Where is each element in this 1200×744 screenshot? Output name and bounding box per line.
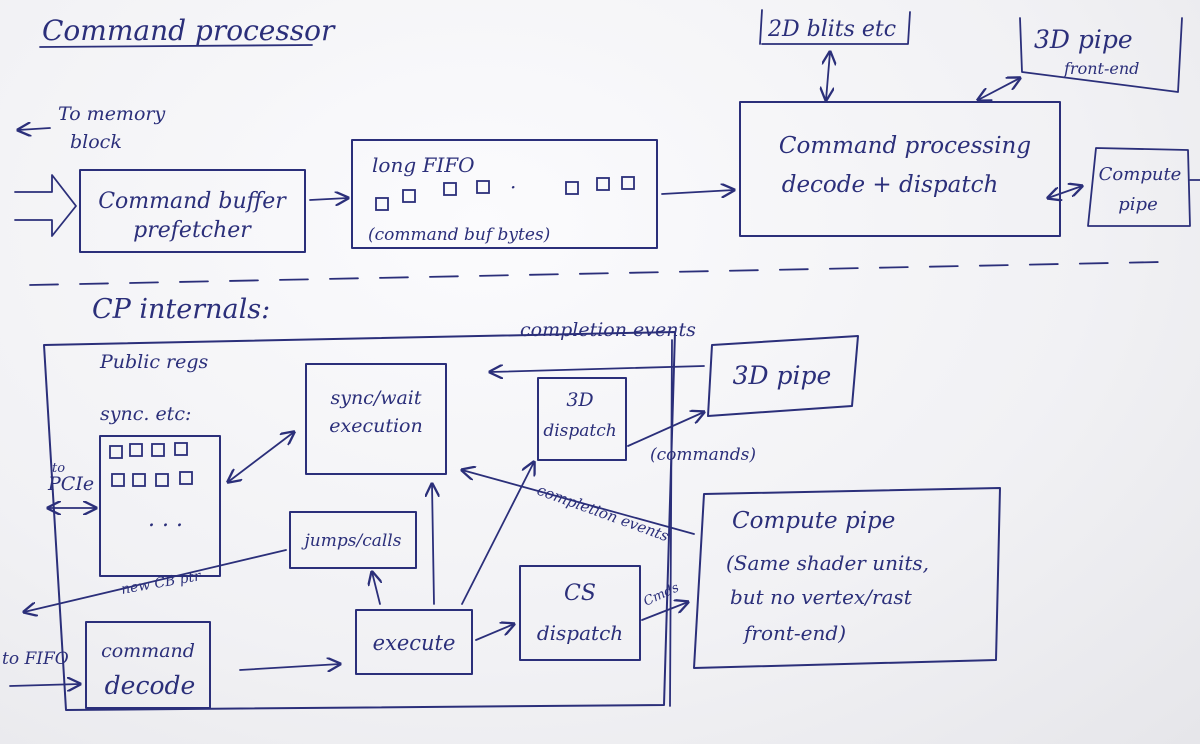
fifo-to-cp-arrow xyxy=(661,190,734,194)
dispatch3d-label-2: dispatch xyxy=(543,421,616,441)
to-memory-label-1: To memory xyxy=(58,103,165,125)
command-decode-label-2: decode xyxy=(105,671,196,700)
cp-label-1: Command processing xyxy=(779,133,1031,159)
compute-pipe-box: Compute pipe xyxy=(1087,147,1191,227)
fifo-slot xyxy=(443,182,457,196)
section-title-cp-internals: CP internals: xyxy=(92,294,270,325)
cp-box: Command processing decode + dispatch xyxy=(739,101,1061,237)
input-hollow-arrow xyxy=(14,174,77,237)
command-decode-label-1: command xyxy=(101,640,195,662)
cp-internals-right-edge xyxy=(669,339,673,707)
compute-pipe-detail-label-1: Compute pipe xyxy=(732,508,895,534)
fifo-slot xyxy=(565,181,579,195)
execute-to-3d-dispatch-arrow xyxy=(461,462,534,605)
new-cb-ptr-arrow xyxy=(24,549,287,612)
cs-to-compute-arrow xyxy=(641,602,688,621)
pipe3d-frontend-box: 3D pipe front-end xyxy=(1019,17,1183,93)
completion-events-mid-arrow xyxy=(462,470,695,535)
dispatch3d-label-1: 3D xyxy=(566,389,593,411)
public-regs-label-2: sync. etc: xyxy=(100,403,191,425)
execute-box: execute xyxy=(355,609,473,675)
jumps-calls-box: jumps/calls xyxy=(289,511,417,569)
to-pcie-label-1: to xyxy=(52,461,65,476)
pipe3d-frontend-label-1: 3D pipe xyxy=(1034,25,1133,54)
sync-wait-label-1: sync/wait xyxy=(330,387,421,409)
execute-to-sync-arrow xyxy=(432,484,434,605)
execute-label: execute xyxy=(373,631,456,655)
section-title-command-processor: Command processor xyxy=(42,14,336,47)
execute-to-jumps-arrow xyxy=(372,572,380,605)
fifo-dots: · xyxy=(510,175,516,199)
sync-wait-box: sync/wait execution xyxy=(305,363,447,475)
fifo-slot xyxy=(375,197,389,211)
pipe3d-frontend-label-2: front-end xyxy=(1063,59,1139,78)
compute-pipe-detail-box: Compute pipe (Same shader units, but no … xyxy=(693,487,1001,669)
completion-events-top-arrow xyxy=(490,366,705,372)
compute-pipe-detail-label-2: (Same shader units, xyxy=(726,551,929,575)
completion-events-mid-label: completion events xyxy=(535,481,672,546)
dispatch3d-box: 3D dispatch xyxy=(537,377,627,461)
section-divider xyxy=(29,261,1161,286)
cs-dispatch-box: CS dispatch xyxy=(519,565,641,661)
execute-to-cs-arrow xyxy=(475,624,514,641)
commands-3d-label: (commands) xyxy=(650,445,756,465)
to-pcie-label-2: PCIe xyxy=(47,473,94,495)
regs-sync-arrow xyxy=(228,432,294,482)
fifo-slot xyxy=(621,176,635,190)
prefetcher-box: Command buffer prefetcher xyxy=(79,169,306,253)
blits-box: 2D blits etc xyxy=(759,9,911,45)
completion-events-top-label: completion events xyxy=(520,319,696,341)
commands-3d-arrow xyxy=(627,412,704,447)
compute-pipe-label-2: pipe xyxy=(1118,194,1157,215)
prefetcher-label-2: prefetcher xyxy=(133,218,252,243)
cp-compute-arrow xyxy=(1048,186,1082,198)
cs-dispatch-label-2: dispatch xyxy=(537,621,623,645)
to-fifo-label: to FIFO xyxy=(2,649,69,669)
jumps-calls-label: jumps/calls xyxy=(301,531,402,551)
pipe3d-box: 3D pipe xyxy=(707,335,859,417)
prefetcher-label-1: Command buffer xyxy=(98,189,287,214)
fifo-title: long FIFO xyxy=(372,153,475,177)
regs-box: . . . xyxy=(99,435,221,577)
fifo-slot xyxy=(402,189,416,203)
fifo-slot xyxy=(476,180,490,194)
blits-label: 2D blits etc xyxy=(767,17,896,42)
pipe3d-label: 3D pipe xyxy=(733,361,832,390)
cp-internals-box xyxy=(43,331,676,711)
command-decode-box: command decode xyxy=(85,621,211,709)
blits-cp-arrow xyxy=(826,52,830,100)
prefetcher-to-fifo-arrow xyxy=(309,198,348,200)
cp-label-2: decode + dispatch xyxy=(782,172,999,198)
cp-pipe3d-arrow xyxy=(978,78,1020,100)
title-underline xyxy=(39,44,313,48)
sync-wait-label-2: execution xyxy=(329,415,422,437)
decode-to-execute-arrow xyxy=(239,664,340,670)
regs-ellipsis: . . . xyxy=(148,507,183,532)
cs-dispatch-label-1: CS xyxy=(564,581,596,606)
fifo-box: long FIFO · (command buf bytes) xyxy=(351,139,658,249)
cmds-cs-label: Cmds xyxy=(641,580,681,609)
public-regs-label-1: Public regs xyxy=(99,351,209,373)
fifo-input-arrow xyxy=(9,684,80,686)
compute-pipe-label-1: Compute xyxy=(1099,164,1182,185)
compute-pipe-detail-label-4: front-end) xyxy=(742,621,846,645)
to-memory-arrow xyxy=(18,128,51,130)
fifo-slot xyxy=(596,177,610,191)
fifo-note: (command buf bytes) xyxy=(368,225,550,245)
compute-pipe-detail-label-3: but no vertex/rast xyxy=(730,585,913,609)
to-memory-label-2: block xyxy=(70,131,122,153)
